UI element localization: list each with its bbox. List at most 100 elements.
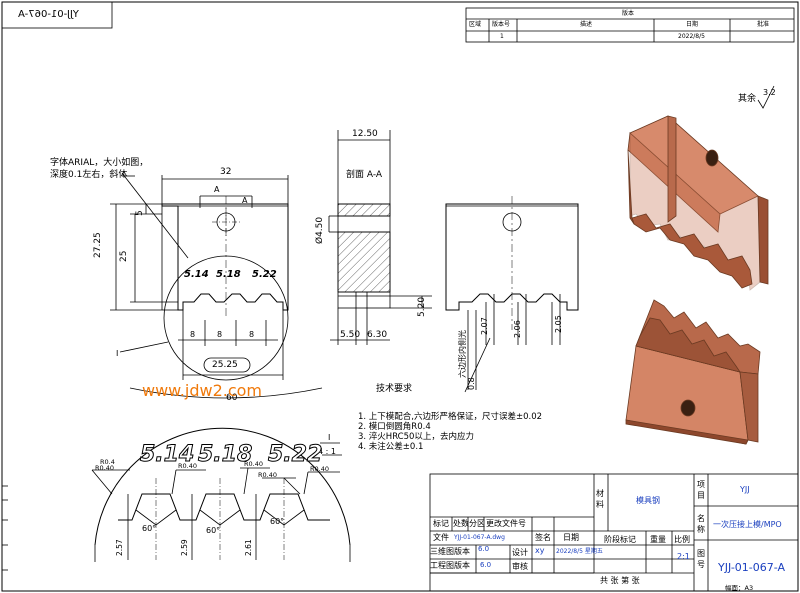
- angle-1: 60°: [142, 524, 157, 533]
- tech-req-item-1: 1. 上下模配合,六边形严格保证，尺寸误差±0.02: [358, 412, 543, 422]
- radius-3: R0.40: [178, 462, 197, 470]
- tech-req-title: 技术要求: [376, 384, 413, 394]
- detail-engraved-1: 5.14: [139, 442, 195, 467]
- section-title: 剖面 A-A: [346, 170, 383, 180]
- tb-eng-ver: 6.0: [480, 561, 492, 569]
- tb-drawing-no-label: 图 号: [697, 549, 705, 570]
- roughness-value: 3.2: [763, 88, 776, 97]
- tb-material-label: 材 料: [596, 489, 604, 510]
- detail-engraved-3: 5.22: [267, 442, 323, 467]
- radius-2: R0.40: [95, 464, 114, 472]
- tb-design-date: 2022/8/5 星期五: [556, 548, 603, 555]
- tb-header-date: 日期: [563, 533, 579, 542]
- tb-sheets: 共 张 第 张: [600, 576, 640, 585]
- mirrored-drawing-code: YJJ-01-067-A: [18, 9, 79, 20]
- tb-header-zone: 分区: [469, 519, 485, 528]
- revision-header-date: 日期: [686, 21, 699, 28]
- radius-6: R0.40: [310, 465, 329, 473]
- tech-req-item-2: 2. 模口倒圆角R0.4: [358, 422, 431, 432]
- dim-hole-4-50: Ø4.50: [315, 216, 325, 244]
- tb-name: 一次压接上模/MPO: [713, 520, 782, 529]
- tech-req-item-4: 4. 未注公差±0.1: [358, 442, 424, 452]
- dim-60-arc: 60: [226, 393, 238, 403]
- iso-part-upper: [627, 115, 769, 291]
- dim-height-25: 25: [119, 250, 129, 262]
- title-block-lines: [429, 473, 799, 592]
- side-view-outline: [445, 203, 579, 311]
- dim-2-06: 2.06: [513, 320, 522, 338]
- dim-height-5: 5: [135, 210, 145, 216]
- font-note-line2: 深度0.1左右，斜体: [50, 170, 128, 180]
- section-arrow-a-left: A: [214, 185, 220, 194]
- tb-file-label: 文件: [433, 533, 449, 542]
- dim-0-8: 0.8: [467, 377, 476, 390]
- font-note-line1: 字体ARIAL，大小如图，: [50, 158, 149, 168]
- mirrored-code-box: [1, 1, 113, 29]
- detail-engraved-2: 5.18: [197, 442, 253, 467]
- tb-ratio-label: 比例: [674, 535, 690, 544]
- radius-5: R0.40: [258, 471, 277, 479]
- dim-pitch-8-c: 8: [249, 330, 255, 339]
- dim-2-59: 2.59: [180, 539, 189, 556]
- section-arrow-a-right: A: [242, 196, 248, 205]
- detail-label: I: [328, 433, 331, 442]
- tb-model-ver-label: 三维图版本: [430, 547, 470, 556]
- revision-row-version: 1: [500, 33, 504, 40]
- tech-req-item-3: 3. 淬火HRC50以上，去内应力: [358, 432, 474, 442]
- dim-12-50: 12.50: [352, 129, 378, 139]
- detail-marker: I: [116, 349, 119, 358]
- detail-view-arc: [94, 427, 351, 546]
- dim-2-07: 2.07: [480, 317, 489, 335]
- tb-material: 模具钢: [636, 496, 660, 505]
- revision-table-title: 版本: [622, 10, 635, 17]
- tb-model-ver: 6.0: [478, 545, 490, 553]
- tb-project-label: 项 目: [697, 480, 705, 501]
- iso-part-lower: [625, 299, 761, 445]
- tb-header-change: 更改文件号: [486, 519, 526, 528]
- tb-ratio: 2:1: [677, 552, 690, 561]
- tb-drawing-no: YJJ-01-067-A: [718, 561, 785, 574]
- dim-2-61: 2.61: [244, 539, 253, 556]
- tb-design-label: 设计: [512, 548, 528, 557]
- engraved-text-2: 5.18: [216, 269, 241, 280]
- tb-size: 幅面：A3: [725, 584, 754, 592]
- revision-header-zone: 区域: [469, 21, 482, 28]
- tb-header-sign: 签名: [535, 533, 551, 542]
- tb-stage-label: 阶段标记: [604, 535, 636, 544]
- hex-polish-note: 六边形内侧光: [458, 330, 467, 378]
- revision-row-date: 2022/8/5: [678, 33, 705, 40]
- tb-designer: xy: [535, 546, 545, 555]
- front-view-outline: [161, 203, 289, 311]
- detail-scale: 4 : 1: [318, 447, 336, 456]
- dim-pitch-8-a: 8: [190, 330, 196, 339]
- angle-3: 60°: [270, 517, 285, 526]
- revision-header-desc: 描述: [580, 21, 593, 28]
- watermark-url: www.jdw2.com: [142, 381, 262, 400]
- dim-2-57: 2.57: [115, 539, 124, 556]
- engraved-text-3: 5.22: [252, 269, 277, 280]
- roughness-label: 其余: [738, 94, 757, 104]
- dim-6-30: 6.30: [367, 330, 388, 340]
- dim-2-05: 2.05: [554, 315, 563, 333]
- dim-pitch-8-b: 8: [217, 330, 223, 339]
- tb-eng-ver-label: 工程图版本: [430, 561, 470, 570]
- tb-file-value: YJJ-01-067-A.dwg: [454, 534, 505, 541]
- revision-header-version: 版本号: [492, 21, 511, 28]
- engraved-text-1: 5.14: [184, 269, 209, 280]
- radius-1: R0.4: [100, 458, 115, 466]
- detail-circle: [163, 255, 289, 381]
- tb-header-count: 处数: [453, 519, 469, 528]
- tb-review-label: 审核: [512, 562, 528, 571]
- angle-2: 60°: [206, 526, 221, 535]
- radius-4: R0.40: [244, 460, 263, 468]
- tb-project: YJJ: [740, 485, 750, 494]
- revision-header-approve: 批准: [757, 21, 770, 28]
- dim-25-25: 25.25: [212, 360, 238, 370]
- dim-5-20: 5.20: [417, 296, 427, 317]
- detail-profile: [118, 493, 330, 521]
- dim-5-50: 5.50: [340, 330, 361, 340]
- tb-header-mark: 标记: [433, 519, 449, 528]
- dim-height-27-25: 27.25: [93, 232, 103, 258]
